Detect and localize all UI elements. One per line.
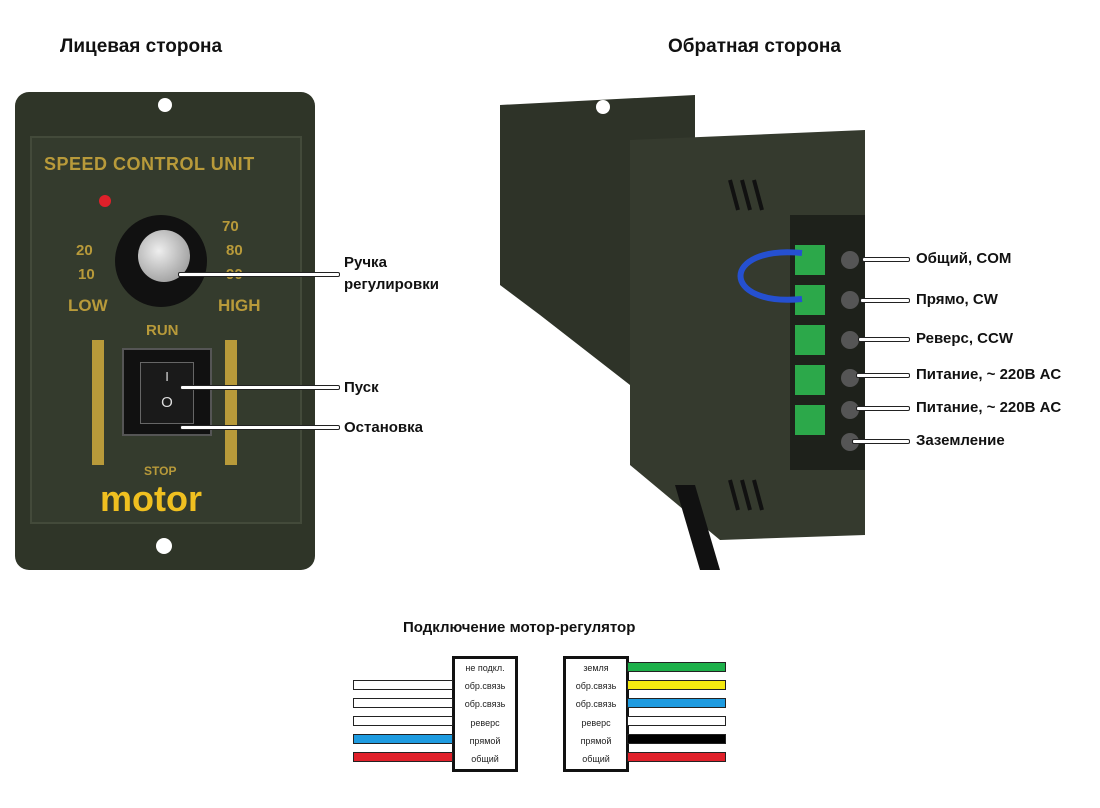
pin-label: прямой	[469, 735, 501, 746]
led-indicator	[99, 195, 111, 207]
mount-hole	[156, 538, 172, 554]
callout-power-1: Питание, ~ 220В AC	[916, 366, 1062, 383]
pin-label: земля	[583, 663, 609, 673]
controller-wire	[627, 662, 726, 672]
callout-line	[858, 337, 910, 342]
motor-connector: не подкл. обр.связь обр.связь реверс пря…	[452, 656, 518, 772]
wiring-title: Подключение мотор-регулятор	[403, 619, 636, 636]
pin-label: реверс	[470, 717, 500, 728]
motor-wire	[353, 698, 453, 708]
callout-stop: Остановка	[344, 419, 423, 436]
scale-label: 70	[222, 218, 239, 235]
back-body	[500, 95, 865, 570]
callout-knob: Ручка	[344, 254, 387, 271]
decor-bar	[225, 340, 237, 465]
mount-hole	[158, 98, 172, 112]
callout-cw: Прямо, CW	[916, 291, 998, 308]
pin-label: обр.связь	[464, 681, 506, 692]
pin-label: не подкл.	[465, 663, 505, 673]
pin-label: обр.связь	[575, 681, 617, 692]
switch-on-mark: I	[165, 369, 169, 384]
controller-wire	[627, 752, 726, 762]
pin-label: общий	[582, 753, 610, 764]
run-stop-switch[interactable]: I O	[140, 362, 194, 424]
callout-line	[856, 406, 910, 411]
controller-wire	[627, 680, 726, 690]
motor-wire	[353, 680, 453, 690]
callout-line	[856, 373, 910, 378]
back-heading: Обратная сторона	[668, 36, 841, 57]
pin-label: обр.связь	[464, 699, 506, 710]
scale-label: HIGH	[218, 296, 261, 315]
motor-logo: motor	[100, 478, 202, 519]
callout-line	[180, 385, 340, 390]
switch-off-mark: O	[161, 394, 173, 411]
motor-wire	[353, 734, 453, 744]
brand-text: SPEED CONTROL UNIT	[44, 154, 255, 174]
callout-start: Пуск	[344, 379, 379, 396]
callout-power-2: Питание, ~ 220В AC	[916, 399, 1062, 416]
callout-com: Общий, COM	[916, 250, 1012, 267]
scale-label: LOW	[68, 296, 108, 315]
run-label: RUN	[146, 322, 179, 339]
stop-label: STOP	[144, 464, 177, 478]
controller-connector: земля обр.связь обр.связь реверс прямой …	[563, 656, 629, 772]
scale-label: 20	[76, 242, 93, 259]
callout-knob-2: регулировки	[344, 276, 439, 293]
pin-label: общий	[471, 753, 499, 764]
callout-ground: Заземление	[916, 432, 1005, 449]
scale-label: 10	[78, 266, 95, 283]
callout-line	[852, 439, 910, 444]
callout-ccw: Реверс, CCW	[916, 330, 1014, 347]
pin-label: реверс	[581, 717, 611, 728]
front-heading: Лицевая сторона	[60, 36, 223, 57]
controller-wire	[627, 716, 726, 726]
controller-wire	[627, 698, 726, 708]
pin-label: прямой	[580, 735, 612, 746]
pin-label: обр.связь	[575, 699, 617, 710]
scale-label: 80	[226, 242, 243, 259]
callout-line	[862, 257, 910, 262]
callout-line	[180, 425, 340, 430]
callout-line	[178, 272, 340, 277]
motor-wire	[353, 752, 453, 762]
decor-bar	[92, 340, 104, 465]
motor-wire	[353, 716, 453, 726]
callout-line	[860, 298, 910, 303]
controller-wire	[627, 734, 726, 744]
